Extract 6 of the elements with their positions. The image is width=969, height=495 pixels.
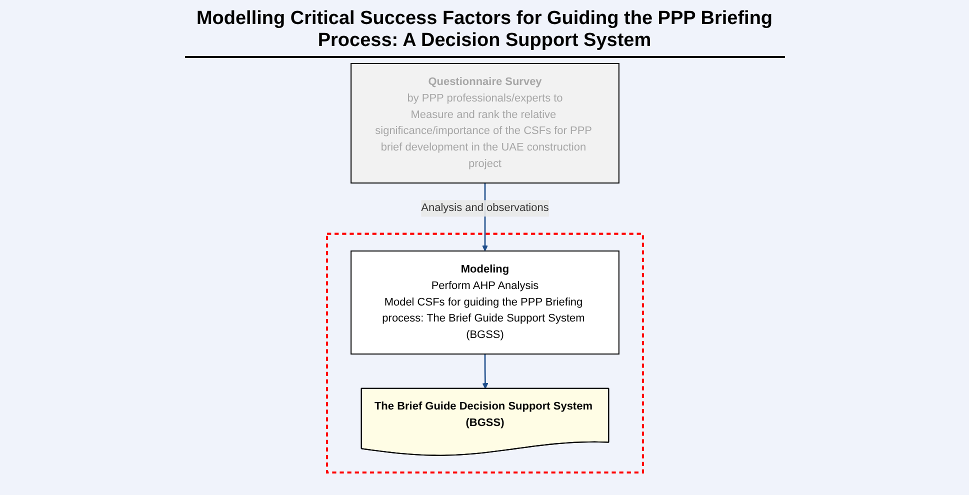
node-box: Questionnaire Survey by PPP professionals/experts to Measure and rank the relative significance/importance of the CSFs for PPP brief development in the UAE construction project: [350, 62, 619, 184]
arrow: [482, 354, 488, 389]
edge-label: Analysis and observations: [420, 202, 548, 214]
node-box: Modeling Perform AHP Analysis Model CSFs for guiding the PPP Briefing process: The Brief Guide Support System (BGSS): [350, 250, 619, 355]
diagram-title: Modelling Critical Success Factors for Guiding the PPP Briefing Process: A Decision Support System: [184, 8, 784, 58]
cluster: [326, 232, 644, 474]
